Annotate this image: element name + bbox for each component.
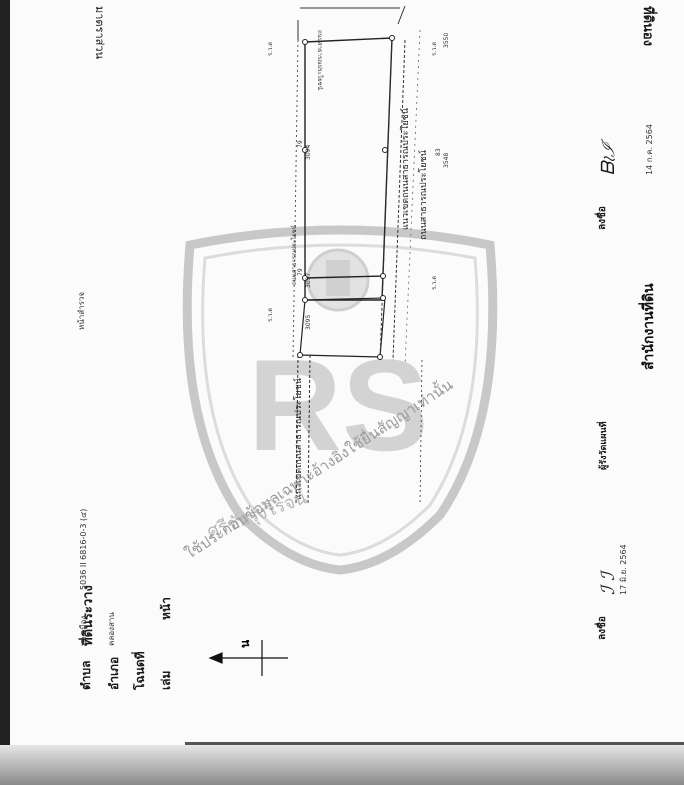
parcel-number-1: 79 — [297, 140, 304, 148]
survey-mark-2: ร.ว.ด — [267, 307, 274, 322]
scale-label: มาตราส่วน — [93, 6, 106, 60]
survey-mark-4: ร.ว.ด — [431, 275, 438, 290]
subdistrict-label: ตำบล — [79, 660, 93, 690]
subdistrict-value: บางเมือง — [79, 615, 88, 646]
signature-bottom: ℐ ℐ — [598, 572, 619, 595]
book-label: เล่ม — [159, 670, 173, 690]
parcel-number-2: 79 — [297, 268, 304, 276]
north-label: น — [238, 639, 252, 648]
bottom-road-label: ถนนสาธารณประโยชน์ — [419, 150, 429, 240]
parcel-number-3: 83 — [435, 148, 442, 156]
road-label-top: ถนนสาธารณประโยชน์ — [316, 30, 323, 90]
watermark-shield — [182, 225, 498, 575]
sheet-code: 5036 II 6816-0-3 (๔) — [79, 508, 88, 590]
sign-label-top: ลงชื่อ — [597, 206, 608, 230]
survey-points — [297, 35, 395, 360]
sign-label-bottom: ลงชื่อ — [597, 616, 608, 640]
road-label-side: ถนนสาธารณประโยชน์ — [291, 225, 298, 285]
survey-page-label: หน้าสำรวจ — [77, 291, 86, 330]
deed-number-label: โฉนดที่ — [133, 651, 147, 690]
coord-3: 3095 — [305, 314, 312, 330]
survey-mark-1: ร.ว.ด — [267, 41, 274, 56]
coord-2: 3097 — [305, 272, 312, 288]
coord-5: 3550 — [443, 32, 450, 48]
district-value: คลองสาน — [107, 612, 116, 646]
page-number-label: หน้า — [159, 597, 173, 620]
north-arrow — [208, 640, 288, 676]
surveyor-role: ผู้รังวัดแผนที่ — [599, 421, 609, 470]
scan-edge-line — [185, 742, 684, 745]
coord-1: 3094 — [305, 144, 312, 160]
district-label: อำเภอ — [107, 656, 121, 690]
signature-top: ᗷ≀ℐ — [598, 141, 619, 175]
registrar-office-title: สำนักงานที่ดิน — [641, 283, 657, 370]
scan-edge-bottom — [0, 745, 684, 785]
survey-mark-3: ร.ว.ด — [431, 41, 438, 56]
land-office-title: ที่ดินอง — [640, 6, 655, 47]
scan-edge-left — [0, 0, 10, 785]
date-bottom: 17 มิ.ย. 2564 — [619, 544, 628, 595]
canal-boundary-label: แนวเขตถนนสาธารณประโยชน์ — [401, 108, 411, 230]
coord-4: 3548 — [443, 152, 450, 168]
date-top: 14 ก.ค. 2564 — [645, 124, 654, 175]
